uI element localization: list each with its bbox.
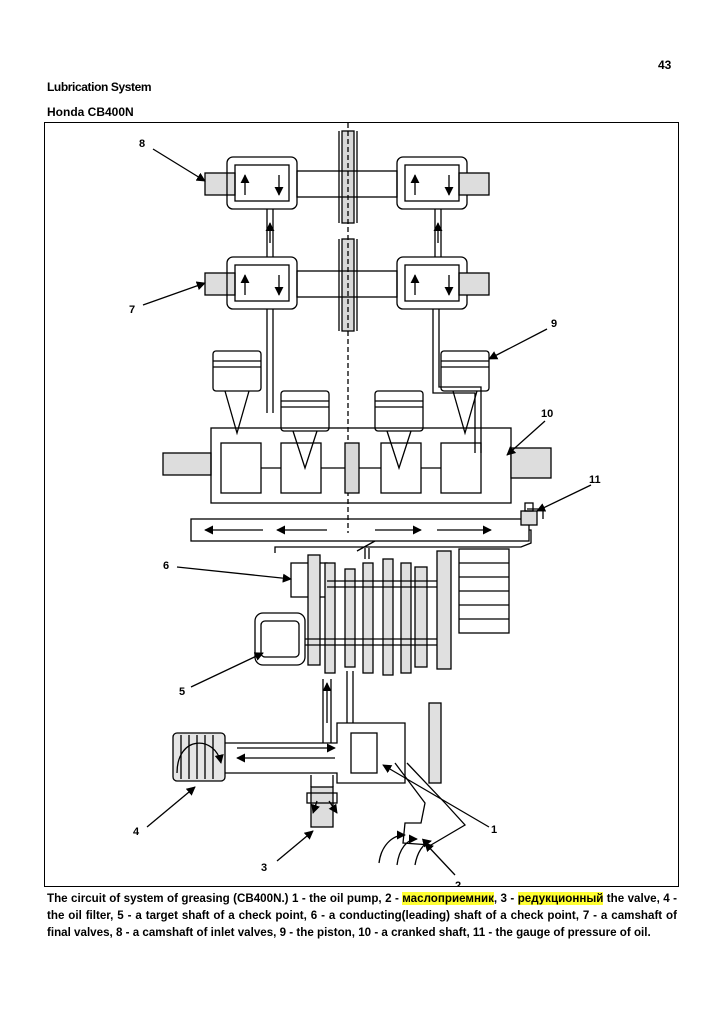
caption-part-3: the valve, 4 - the oil filter, 5 - a tar… (47, 892, 677, 939)
main-oil-gallery (190, 508, 544, 553)
caption-highlight-relief: редукционный (517, 892, 604, 905)
primary-gear (428, 702, 442, 784)
oil-pump (225, 671, 406, 784)
figure-caption: The circuit of system of greasing (CB400… (47, 890, 677, 941)
oil-pressure-gauge (520, 502, 538, 526)
callout-6: 6 (163, 560, 169, 572)
callout-8: 8 (139, 138, 145, 150)
model-title: Honda CB400N (47, 105, 134, 119)
callout-7: 7 (129, 304, 135, 316)
callout-4: 4 (133, 826, 140, 838)
lubrication-diagram-frame: 8 7 9 10 11 6 5 4 3 1 2 (44, 122, 679, 887)
section-title: Lubrication System (47, 80, 152, 94)
lubrication-diagram: 8 7 9 10 11 6 5 4 3 1 2 (129, 123, 601, 886)
callout-1: 1 (491, 824, 497, 836)
camshaft-exhaust (204, 256, 490, 310)
caption-highlight-strainer: маслоприемник (402, 892, 494, 905)
callout-labels: 8 7 9 10 11 6 5 4 3 1 2 (129, 138, 601, 886)
caption-part-1: The circuit of system of greasing (CB400… (47, 892, 403, 905)
page-number: 43 (658, 58, 672, 72)
leader-lines (142, 148, 592, 876)
callout-9: 9 (551, 318, 557, 330)
crankshaft (162, 427, 552, 504)
callout-11: 11 (589, 474, 601, 486)
oil-strainer (378, 762, 467, 866)
oil-filter (172, 732, 226, 782)
callout-5: 5 (179, 686, 185, 698)
callout-2: 2 (455, 880, 461, 886)
cam-chain-gear-column (338, 123, 358, 533)
transmission (254, 540, 510, 676)
camshaft-inlet (204, 156, 490, 210)
relief-valve (306, 775, 338, 828)
callout-3: 3 (261, 862, 267, 874)
caption-part-2: , 3 - (493, 892, 518, 905)
oil-passages-upper (265, 209, 482, 453)
callout-10: 10 (541, 408, 553, 420)
